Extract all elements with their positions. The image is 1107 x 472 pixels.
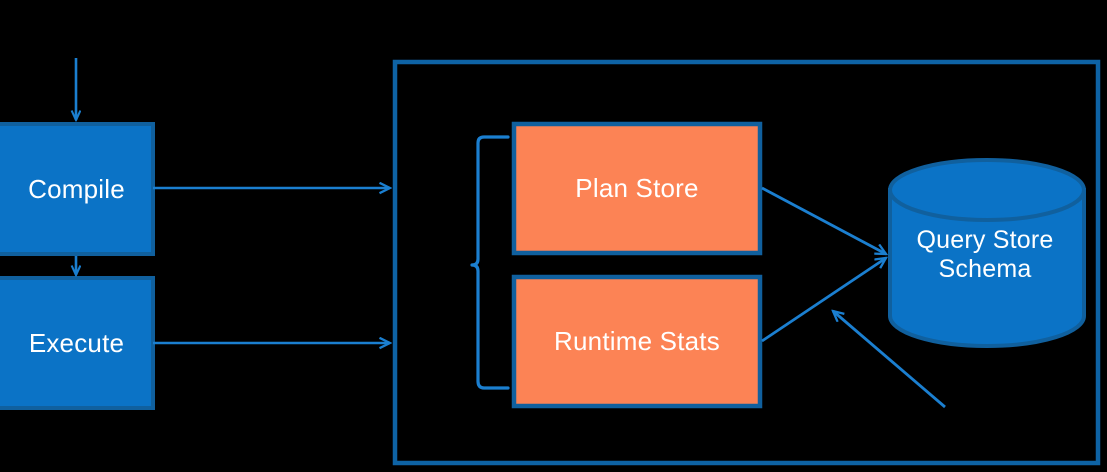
store-group-bracket [470,135,510,390]
plan-store-box[interactable] [511,121,763,256]
edge-runtime-stats-to-schema [761,258,886,343]
execute-box[interactable] [0,276,155,410]
query-store-container [392,59,1101,466]
query-store-schema-cylinder[interactable] [888,158,1086,348]
compile-box[interactable] [0,122,155,256]
edge-external-to-schema [833,311,946,409]
edge-plan-store-to-schema [761,186,886,256]
runtime-stats-box[interactable] [511,274,763,409]
